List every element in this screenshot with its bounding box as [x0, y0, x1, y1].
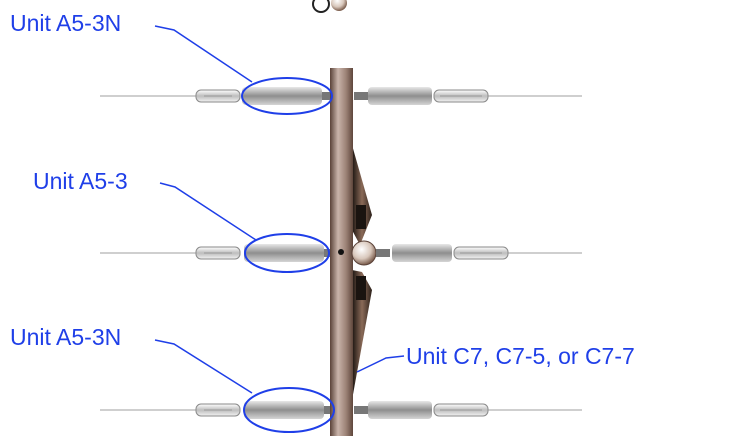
callout-ellipse-bottom	[243, 387, 335, 433]
label-top-insulator: Unit A5-3N	[10, 10, 122, 36]
leader-lines	[154, 25, 405, 394]
pole-bolt	[338, 249, 344, 255]
leader-top	[154, 25, 253, 83]
crossarm-brace	[352, 145, 372, 400]
callout-ellipse-middle	[244, 233, 330, 273]
top-hardware	[312, 0, 347, 13]
insulator-bottom-left	[195, 401, 330, 419]
insulator-top-left	[195, 87, 330, 105]
label-middle-insulator: Unit A5-3	[33, 168, 128, 194]
attachment-ball	[351, 240, 377, 266]
label-bottom-insulator: Unit A5-3N	[10, 324, 122, 350]
conductor-wires	[100, 95, 582, 411]
callout-ellipse-top	[241, 77, 333, 115]
leader-middle	[159, 182, 257, 241]
label-pole-assembly: Unit C7, C7-5, or C7-7	[406, 343, 635, 369]
insulator-top-right	[354, 87, 489, 105]
callout-ellipses	[241, 77, 335, 433]
leader-pole	[356, 355, 405, 373]
insulator-middle-right	[376, 244, 509, 262]
insulator-bottom-right	[354, 401, 489, 419]
insulator-middle-left	[195, 244, 330, 262]
leader-bottom	[154, 339, 253, 394]
